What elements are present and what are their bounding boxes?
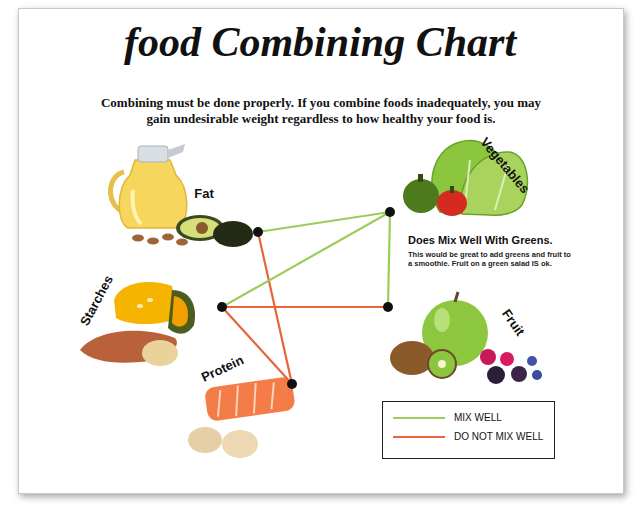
sweet-potato <box>80 331 178 366</box>
intro-note-wrap: Combining must be done properly. If you … <box>88 95 554 127</box>
vegetables-group: Vegetables <box>390 135 540 215</box>
legend-row: DO NOT MIX WELL <box>393 430 482 444</box>
fruit-group: Fruit <box>388 290 548 385</box>
legend-line <box>393 436 445 438</box>
kiwi <box>390 341 457 379</box>
group-label: Vegetables <box>477 134 532 196</box>
legend-text: DO NOT MIX WELL <box>454 431 543 443</box>
chart-title-wrap: food Combining Chart <box>20 14 620 70</box>
junction-dot <box>287 379 297 389</box>
group-label: Fruit <box>499 306 528 338</box>
peppers <box>403 174 467 216</box>
note-body-wrap: This would be great to add greens and fr… <box>408 250 576 268</box>
junction-dot <box>385 207 395 217</box>
almonds <box>132 234 188 246</box>
legend-line <box>393 417 445 419</box>
note-body: This would be great to add greens and fr… <box>408 250 576 268</box>
food-link <box>222 306 388 308</box>
junction-dot <box>383 302 393 312</box>
eggs <box>188 427 258 458</box>
chart-title: food Combining Chart <box>20 14 620 70</box>
food-link <box>388 212 390 307</box>
note-heading-wrap: Does Mix Well With Greens. <box>408 233 593 247</box>
berries <box>480 349 542 384</box>
group-label: Fat <box>194 186 214 201</box>
intro-note: Combining must be done properly. If you … <box>88 95 554 127</box>
group-label: Starches <box>76 272 115 328</box>
food-link <box>222 307 292 384</box>
junction-dot <box>217 302 227 312</box>
pumpkin <box>114 282 195 334</box>
fat-group: Fat <box>110 150 258 240</box>
starches-group: Starches <box>60 270 222 370</box>
oil-jug <box>111 144 187 228</box>
protein-group: Protein <box>180 355 292 460</box>
legend-line-sample <box>393 411 445 425</box>
food-link <box>222 212 390 307</box>
junction-dot <box>253 227 263 237</box>
group-label: Protein <box>199 352 246 385</box>
salmon <box>204 376 296 422</box>
note-heading: Does Mix Well With Greens. <box>408 233 593 247</box>
legend-line-sample <box>393 430 445 444</box>
legend-box: MIX WELL DO NOT MIX WELL <box>382 401 555 459</box>
avocado <box>176 215 253 247</box>
legend-text: MIX WELL <box>454 412 502 424</box>
legend-row: MIX WELL <box>393 411 441 425</box>
